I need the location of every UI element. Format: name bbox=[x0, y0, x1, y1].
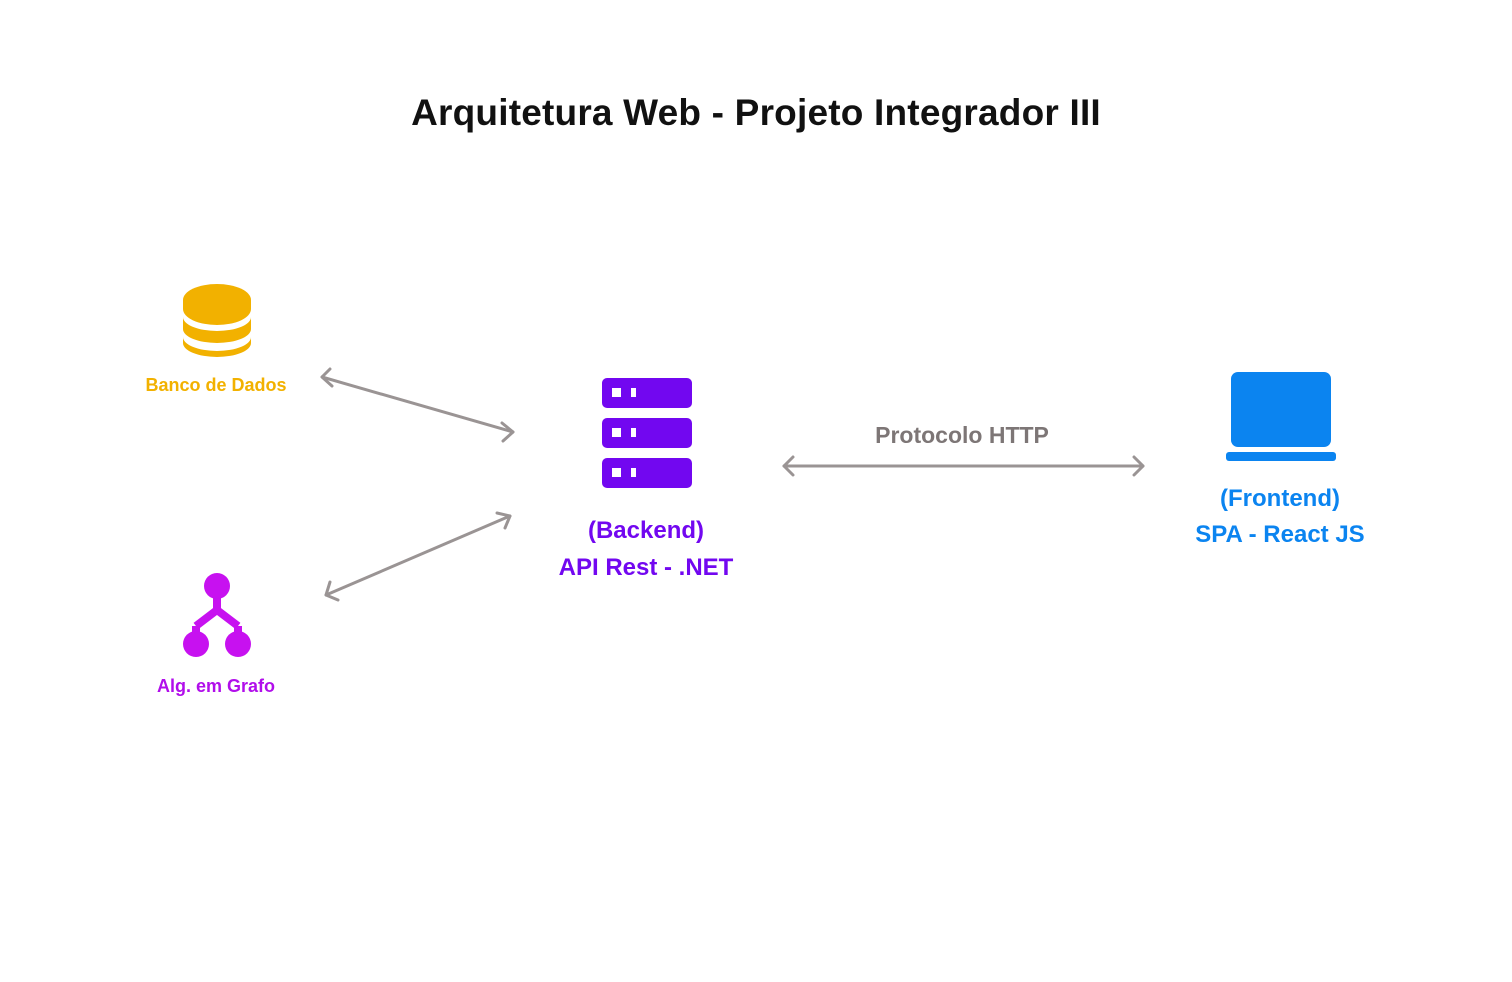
diagram-title: Arquitetura Web - Projeto Integrador III bbox=[411, 92, 1101, 133]
arrow-graph-backend bbox=[324, 511, 512, 602]
laptop-icon bbox=[1226, 372, 1336, 461]
http-edge-label: Protocolo HTTP bbox=[875, 422, 1049, 448]
database-icon bbox=[183, 284, 251, 357]
frontend-label-line1: (Frontend) bbox=[1220, 485, 1340, 512]
database-label: Banco de Dados bbox=[145, 375, 287, 395]
graph-tree-icon bbox=[183, 573, 251, 657]
graph-label: Alg. em Grafo bbox=[156, 676, 276, 696]
backend-label-line1: (Backend) bbox=[587, 517, 705, 544]
arrow-backend-frontend bbox=[782, 455, 1145, 477]
backend-label-line2: API Rest - .NET bbox=[558, 554, 734, 581]
frontend-label-line2: SPA - React JS bbox=[1195, 521, 1365, 548]
server-icon bbox=[602, 378, 692, 488]
arrow-database-backend bbox=[320, 367, 515, 443]
